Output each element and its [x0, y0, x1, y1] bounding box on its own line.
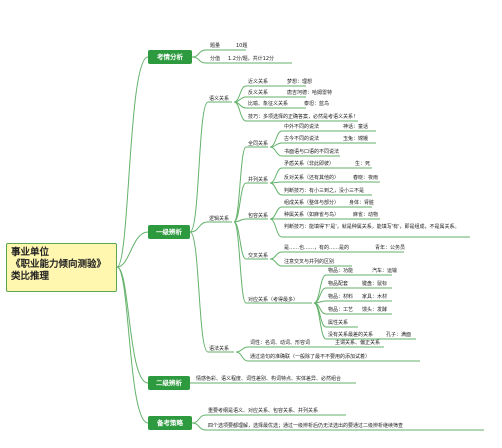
semantic-item-0-a: 近义关系: [248, 79, 269, 85]
parallel-item-0-b: 生：死: [355, 161, 371, 167]
parallel-item-1-a: 反对关系（还有其他的）: [284, 175, 340, 181]
grammar-item-0-b: 主谓关系、偏正关系: [335, 340, 381, 346]
logic-label: 逻辑关系: [209, 216, 230, 222]
whole-item-2-a: 书面语与口语的不同说法: [284, 149, 340, 155]
correspond-item-5-a: 没有关系最差的关系: [328, 332, 374, 338]
semantic-item-2-a: 比喻、象征义关系: [248, 101, 289, 107]
section-exam-analysis[interactable]: 考情分析: [148, 50, 192, 64]
parallel-item-0-a: 矛盾关系（非此即彼）: [284, 161, 335, 167]
correspond-label: 对应关系（考得最多）: [248, 297, 299, 303]
root-line-1: 事业单位: [11, 247, 50, 258]
parallel-item-1-b: 春晓：夜雨: [353, 175, 379, 181]
include-item-0-b: 身体：肾脏: [349, 200, 375, 206]
root-line-2: 《职业能力倾向测验》: [11, 259, 107, 270]
parallel-item-2-a: 判断技巧：有小三到之，没小三不是: [284, 188, 365, 194]
semantic-item-0-b: 梦想：理想: [287, 79, 313, 85]
semantic-item-2-b: 泰坦：蓝鸟: [304, 101, 330, 107]
prep-item-1: 重要考纲是语义、对应关系、包容关系、并列关系: [208, 408, 319, 414]
semantic-item-1-a: 反义关系: [248, 90, 269, 96]
correspond-item-1-b: 键盘：鼠标: [362, 281, 388, 287]
correspond-item-5-b: 孔子：满面: [386, 332, 412, 338]
whole-label: 全同关系: [248, 141, 269, 147]
section-level2[interactable]: 二级辨析: [148, 376, 190, 390]
section-prep[interactable]: 备考策略: [148, 416, 192, 430]
parallel-label: 并列关系: [248, 177, 269, 183]
correspond-item-2-a: 物品：材料: [328, 294, 354, 300]
exam-score-value: 1.2分/题，共计12分: [228, 56, 274, 62]
cross-label: 交叉关系: [248, 253, 269, 259]
exam-count-label: 题量: [210, 43, 221, 49]
exam-count-value: 10题: [236, 43, 248, 49]
grammar-item-0-a: 词性：名词、动词、形容词: [250, 340, 311, 346]
level2-text: 情感色彩、语义程度、词性差别、构词特点、实体差异、必然组合: [196, 376, 342, 382]
include-item-1-b: 麻雀：动物: [353, 212, 379, 218]
root-line-3: 类比推理: [11, 271, 50, 282]
cross-item-0-b: 青年：公务员: [375, 245, 406, 251]
include-item-2-a: 判断技巧：能填得下'是'，就是种属关系，能填写'有'，即是组成，不是属关系。: [284, 224, 460, 230]
semantic-item-1-b: 唐吉坷德：哈姆雷特: [287, 90, 333, 96]
whole-item-1-a: 古今不同的说法: [284, 136, 320, 142]
semantic-label: 语义关系: [209, 96, 230, 102]
semantic-item-3-a: 技巧：多项选择的正确答案，必然是考语义关系！: [248, 114, 359, 120]
correspond-item-1-a: 物品配套: [328, 281, 349, 287]
cross-item-0-a: 是……也……，有的……是的: [284, 245, 350, 251]
whole-item-1-b: 玉兔：嫦娥: [343, 136, 369, 142]
include-label: 包容关系: [248, 213, 269, 219]
grammar-item-1-a: 通过造句的准确联（一般除了最不不要用的添加试着）: [250, 354, 371, 360]
include-item-0-a: 组成关系（整体与部分）: [284, 200, 340, 206]
cross-item-1-a: 注意交叉与并列的区别: [284, 259, 335, 265]
correspond-item-0-a: 物品：功能: [328, 268, 354, 274]
whole-item-0-a: 中外不同的说法: [284, 124, 320, 130]
correspond-item-3-b: 馒头：发酵: [362, 307, 388, 313]
root-topic: 事业单位 《职业能力倾向测验》 类比推理: [6, 243, 117, 292]
correspond-item-2-b: 家具：木材: [362, 294, 388, 300]
include-item-1-a: 种属关系（如麻雀与鸟）: [284, 212, 340, 218]
exam-score-label: 分值: [210, 56, 221, 62]
prep-item-2: 四个选项要都理解，选择最优选；通过一级辨析后仍无法选出的要通过二级辨析继续筛查: [208, 423, 404, 429]
correspond-item-3-a: 物品：工艺: [328, 307, 354, 313]
whole-item-0-b: 神话：童话: [343, 124, 369, 130]
grammar-label: 语法关系: [209, 346, 230, 352]
correspond-item-4-a: 属性关系: [328, 320, 349, 326]
section-level1[interactable]: 一级辨析: [148, 225, 190, 239]
correspond-item-0-b: 汽车：运输: [372, 268, 398, 274]
